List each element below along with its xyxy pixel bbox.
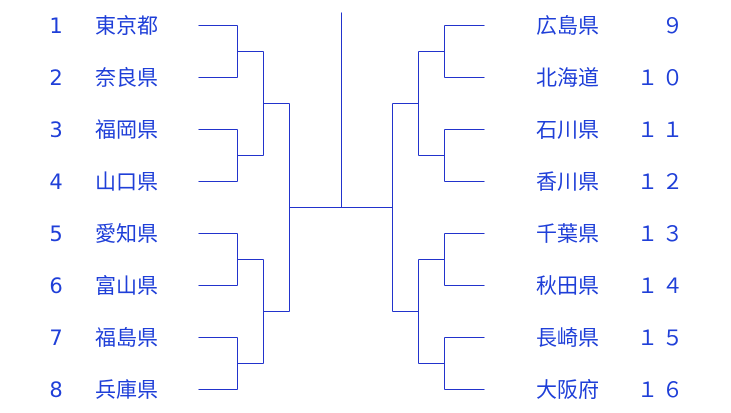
left-team-6: 富山県 — [95, 274, 158, 298]
left-team-5: 愛知県 — [95, 222, 158, 246]
right-team-10: 北海道 — [536, 66, 599, 90]
right-seed-13: １３ — [637, 222, 687, 246]
right-seed-15: １５ — [637, 326, 687, 350]
right-team-11: 石川県 — [536, 118, 599, 142]
left-seed-6: 6 — [49, 274, 63, 298]
right-seed-9: ９ — [662, 14, 687, 38]
right-seed-10: １０ — [637, 66, 687, 90]
right-team-14: 秋田県 — [536, 274, 599, 298]
left-team-4: 山口県 — [95, 170, 158, 194]
right-team-15: 長崎県 — [536, 326, 599, 350]
left-seed-8: 8 — [49, 378, 63, 402]
left-team-3: 福岡県 — [95, 118, 158, 142]
right-team-12: 香川県 — [536, 170, 599, 194]
left-team-2: 奈良県 — [95, 66, 158, 90]
right-team-9: 広島県 — [536, 14, 599, 38]
right-team-13: 千葉県 — [536, 222, 599, 246]
left-team-7: 福島県 — [95, 326, 158, 350]
right-seed-16: １６ — [637, 378, 687, 402]
left-seed-3: 3 — [49, 118, 63, 142]
left-seed-1: 1 — [49, 14, 63, 38]
right-team-16: 大阪府 — [536, 378, 599, 402]
left-seed-4: 4 — [49, 170, 63, 194]
left-team-8: 兵庫県 — [95, 378, 158, 402]
left-team-1: 東京都 — [95, 14, 158, 38]
right-seed-11: １１ — [637, 118, 687, 142]
right-seed-12: １２ — [637, 170, 687, 194]
left-seed-2: 2 — [49, 66, 63, 90]
left-seed-7: 7 — [49, 326, 63, 350]
left-seed-5: 5 — [49, 222, 63, 246]
right-seed-14: １４ — [637, 274, 687, 298]
